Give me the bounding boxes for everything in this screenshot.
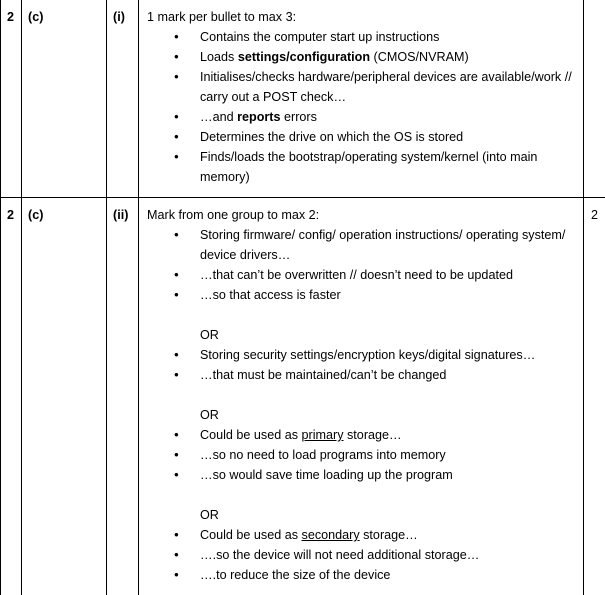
text-run: …that can’t be overwritten // doesn’t ne…: [200, 268, 513, 282]
question-part-cell: (c): [22, 0, 107, 198]
answer-lead-text: 1 mark per bullet to max 3:: [147, 7, 575, 27]
text-run: Contains the computer start up instructi…: [200, 30, 439, 44]
emphasis-underline: primary: [302, 428, 344, 442]
text-run: storage…: [344, 428, 402, 442]
list-spacer: [147, 485, 575, 505]
text-run: storage…: [360, 528, 418, 542]
list-item: …so would save time loading up the progr…: [147, 465, 575, 485]
question-number: 2: [1, 198, 21, 235]
list-item: Could be used as secondary storage…: [147, 525, 575, 545]
question-number-cell: 2: [1, 0, 22, 198]
list-item: …so no need to load programs into memory: [147, 445, 575, 465]
list-spacer: [147, 305, 575, 325]
list-item: Loads settings/configuration (CMOS/NVRAM…: [147, 47, 575, 67]
question-number: 2: [1, 0, 21, 37]
question-number-cell: 2: [1, 198, 22, 595]
list-spacer: [147, 385, 575, 405]
text-run: errors: [281, 110, 317, 124]
text-run: …so that access is faster: [200, 288, 341, 302]
text-run: …so would save time loading up the progr…: [200, 468, 453, 482]
answer-cell: 1 mark per bullet to max 3: Contains the…: [139, 0, 584, 198]
text-run: Loads: [200, 50, 238, 64]
answer-lead-text: Mark from one group to max 2:: [147, 205, 575, 225]
list-item: Contains the computer start up instructi…: [147, 27, 575, 47]
list-item: Storing security settings/encryption key…: [147, 345, 575, 365]
or-separator: OR: [147, 325, 575, 345]
list-item: …so that access is faster: [147, 285, 575, 305]
text-run: Storing firmware/ config/ operation inst…: [200, 228, 565, 262]
marks-value: 2: [584, 198, 605, 235]
emphasis-bold: settings/configuration: [238, 50, 370, 64]
emphasis-underline: secondary: [302, 528, 360, 542]
list-item: ….so the device will not need additional…: [147, 545, 575, 565]
question-subpart: (ii): [107, 198, 138, 235]
list-item: Storing firmware/ config/ operation inst…: [147, 225, 575, 265]
question-subpart: (i): [107, 0, 138, 37]
text-run: Finds/loads the bootstrap/operating syst…: [200, 150, 537, 184]
marks-cell: 2: [584, 198, 605, 595]
text-run: Could be used as: [200, 428, 302, 442]
table-row: 2 (c) (i) 1 mark per bullet to max 3: Co…: [1, 0, 605, 198]
text-run: OR: [200, 508, 219, 522]
answer-bullet-list: Contains the computer start up instructi…: [147, 27, 575, 187]
question-part-cell: (c): [22, 198, 107, 595]
table-row: 2 (c) (ii) Mark from one group to max 2:…: [1, 198, 605, 595]
text-run: Storing security settings/encryption key…: [200, 348, 535, 362]
answer-cell: Mark from one group to max 2: Storing fi…: [139, 198, 584, 595]
list-item: ….to reduce the size of the device: [147, 565, 575, 585]
text-run: OR: [200, 408, 219, 422]
text-run: ….to reduce the size of the device: [200, 568, 390, 582]
text-run: ….so the device will not need additional…: [200, 548, 479, 562]
marks-value: [584, 0, 605, 17]
question-subpart-cell: (i): [107, 0, 139, 198]
list-item: Could be used as primary storage…: [147, 425, 575, 445]
emphasis-bold: reports: [237, 110, 280, 124]
text-run: Could be used as: [200, 528, 302, 542]
text-run: …that must be maintained/can’t be change…: [200, 368, 446, 382]
text-run: OR: [200, 328, 219, 342]
list-item: …that can’t be overwritten // doesn’t ne…: [147, 265, 575, 285]
list-item: …and reports errors: [147, 107, 575, 127]
text-run: Determines the drive on which the OS is …: [200, 130, 463, 144]
list-item: Initialises/checks hardware/peripheral d…: [147, 67, 575, 107]
list-item: Finds/loads the bootstrap/operating syst…: [147, 147, 575, 187]
text-run: (CMOS/NVRAM): [370, 50, 469, 64]
or-separator: OR: [147, 505, 575, 525]
text-run: …and: [200, 110, 237, 124]
list-item: Determines the drive on which the OS is …: [147, 127, 575, 147]
question-part: (c): [22, 0, 106, 37]
text-run: Initialises/checks hardware/peripheral d…: [200, 70, 572, 104]
answer-bullet-list: Storing firmware/ config/ operation inst…: [147, 225, 575, 585]
marks-cell: [584, 0, 605, 198]
text-run: …so no need to load programs into memory: [200, 448, 446, 462]
mark-scheme-sheet: 2 (c) (i) 1 mark per bullet to max 3: Co…: [0, 0, 605, 579]
question-part: (c): [22, 198, 106, 235]
or-separator: OR: [147, 405, 575, 425]
question-subpart-cell: (ii): [107, 198, 139, 595]
list-item: …that must be maintained/can’t be change…: [147, 365, 575, 385]
